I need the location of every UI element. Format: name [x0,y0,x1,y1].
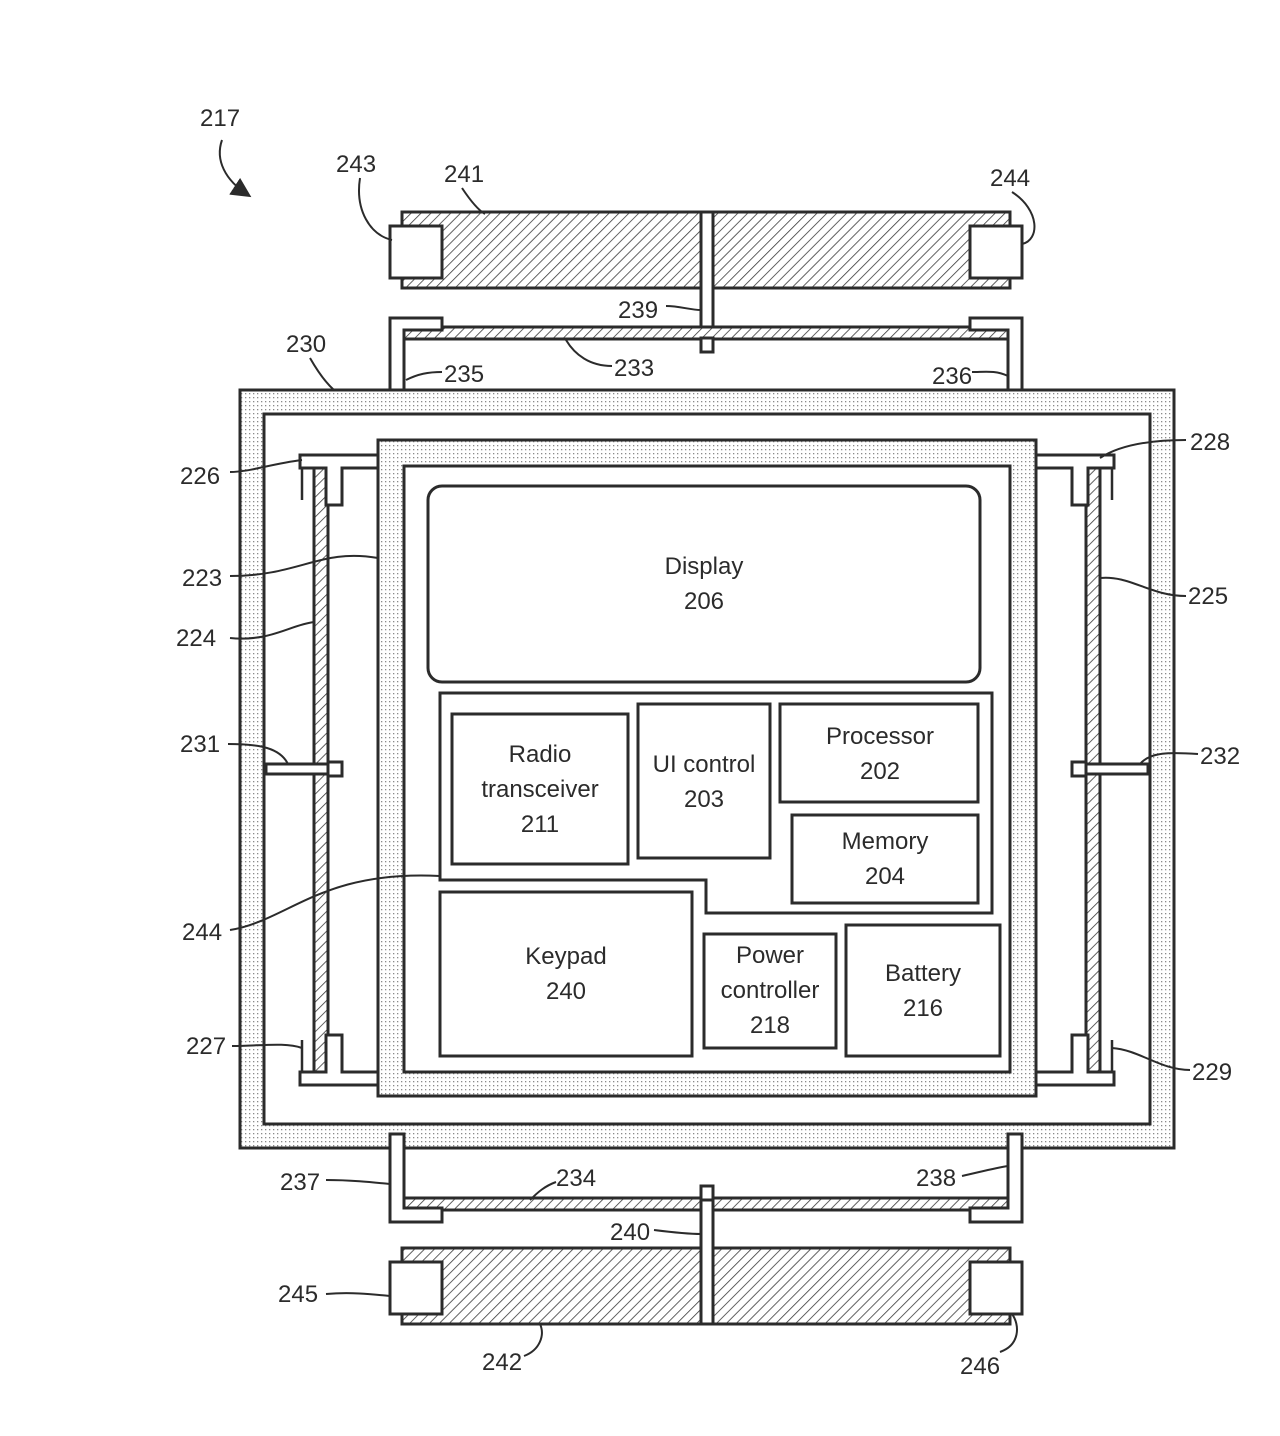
radio-transceiver-block [450,712,630,866]
leader-224a [229,621,315,640]
label-232: 232 [1200,743,1240,770]
battery-block [844,923,1002,1058]
label-227: 227 [186,1033,226,1060]
leader-230 [309,357,335,391]
radio-label-line1: Radio [509,741,572,768]
label-223: 223 [182,565,222,592]
top-rail-pin [699,336,715,354]
label-236: 236 [932,363,972,390]
keypad-label: Keypad [525,943,606,970]
processor-number: 202 [860,758,900,785]
label-234: 234 [556,1165,596,1192]
label-238: 238 [916,1165,956,1192]
battery-number: 216 [903,995,943,1022]
ui-control-number: 203 [684,786,724,813]
leader-241 [461,187,486,215]
leader-228 [1099,439,1187,459]
radio-number: 211 [521,811,559,838]
label-233: 233 [614,355,654,382]
label-240: 240 [610,1219,650,1246]
top-band-clasp-left [388,224,444,280]
electronics-group-outline [438,691,994,915]
power-number: 218 [750,1012,790,1039]
processor-label: Processor [826,723,934,750]
keypad-block [438,890,694,1058]
leader-232 [1139,752,1199,765]
leader-243 [358,177,393,241]
leader-237 [325,1179,391,1185]
leader-223 [229,554,379,577]
leader-246 [999,1313,1018,1353]
bottom-hook-right [968,1132,1024,1224]
radio-label-line2: transceiver [481,776,598,803]
bottom-band-stem [699,1198,715,1326]
label-231: 231 [180,731,220,758]
memory-number: 204 [865,863,905,890]
leader-231 [227,743,289,765]
right-pin-tab [1070,760,1088,778]
battery-label: Battery [885,960,961,987]
ui-control-label: UI control [653,751,756,778]
label-229: 229 [1192,1059,1232,1086]
label-230: 230 [286,331,326,358]
leader-225 [1099,576,1187,597]
label-225: 225 [1188,583,1228,610]
display-label: Display [665,553,744,580]
leader-236 [971,370,1009,377]
label-226: 226 [180,463,220,490]
leader-245 [325,1292,391,1297]
leader-244a [1011,191,1036,245]
label-228: 228 [1190,429,1230,456]
power-controller-block [702,932,838,1050]
leader-242 [523,1323,543,1357]
keypad-number: 240 [546,978,586,1005]
power-label-line2: controller [721,977,820,1004]
label-239: 239 [618,297,658,324]
leader-lines [227,177,1199,1357]
leader-239 [665,305,702,311]
label-237: 237 [280,1169,320,1196]
leader-229 [1111,1047,1191,1071]
leader-238 [961,1165,1009,1177]
leader-234 [529,1181,557,1201]
left-pin-tab [326,760,344,778]
bottom-rail-pin [699,1184,715,1202]
label-244-mid: 244 [182,919,222,946]
figure-ref-label: 217 [200,105,240,132]
left-pin [264,762,330,776]
memory-block [790,813,980,905]
processor-block [778,702,980,804]
label-243: 243 [336,151,376,178]
leader-233 [565,339,613,367]
bottom-band-clasp-left [388,1260,444,1316]
label-224-left: 224 [176,625,216,652]
memory-label: Memory [842,828,929,855]
leader-240 [653,1229,702,1235]
label-235: 235 [444,361,484,388]
figure-ref-arrow [218,139,252,198]
ui-control-block [636,702,772,860]
leader-226 [229,459,303,473]
label-241: 241 [444,161,484,188]
bottom-band-clasp-right [968,1260,1024,1316]
leader-244b [229,874,441,931]
leader-235 [405,371,443,381]
bottom-hook-left [388,1132,444,1224]
right-pin [1084,762,1150,776]
leader-227 [231,1043,303,1049]
display-number: 206 [684,588,724,615]
label-244-top: 244 [990,165,1030,192]
label-242: 242 [482,1349,522,1376]
label-245: 245 [278,1281,318,1308]
top-band-clasp-right [968,224,1024,280]
display-block [426,484,982,684]
label-246: 246 [960,1353,1000,1380]
power-label-line1: Power [736,942,804,969]
